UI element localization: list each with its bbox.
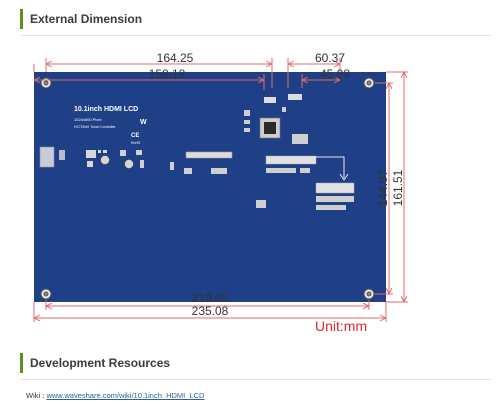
dim-bottom-inner-label: 219.05 bbox=[192, 291, 229, 305]
dim-port-outer-label: 60.37 bbox=[315, 51, 345, 65]
dimension-diagram: 10.1inch HDMI LCD 1024x600 Pixel HX7264H… bbox=[33, 51, 408, 334]
section-accent-bar bbox=[20, 9, 23, 29]
section-header-external-dimension: External Dimension bbox=[20, 9, 142, 29]
section-header-development-resources: Development Resources bbox=[20, 353, 170, 373]
pcb-controller: HX7264H Touch Controller bbox=[74, 125, 116, 129]
unit-label: Unit:mm bbox=[315, 318, 367, 334]
section-divider bbox=[20, 35, 492, 36]
dimension-lines bbox=[33, 58, 408, 322]
dim-top-inner-label: 158.18 bbox=[149, 67, 186, 81]
wiki-link[interactable]: www.waveshare.com/wiki/10.1inch_HDMI_LCD bbox=[46, 391, 205, 400]
rohs-mark: RoHS bbox=[131, 141, 141, 145]
dim-top-outer-label: 164.25 bbox=[157, 51, 194, 65]
pcb-title: 10.1inch HDMI LCD bbox=[74, 106, 138, 113]
pcb-subtitle: 1024x600 Pixel bbox=[74, 117, 101, 122]
section-title: Development Resources bbox=[30, 356, 171, 370]
dim-right-outer-label: 161.51 bbox=[391, 169, 405, 206]
logo-icon: W bbox=[140, 119, 147, 126]
dim-port-inner-label: 45.88 bbox=[320, 67, 350, 81]
dim-bottom-outer-label: 235.08 bbox=[192, 304, 229, 318]
wiki-line: Wiki : www.waveshare.com/wiki/10.1inch_H… bbox=[26, 391, 204, 400]
section-divider bbox=[20, 379, 492, 380]
section-accent-bar bbox=[20, 353, 23, 373]
pcb-components bbox=[39, 94, 355, 210]
section-title: External Dimension bbox=[30, 12, 143, 26]
mounting-holes bbox=[40, 77, 375, 300]
wiki-label: Wiki : bbox=[26, 391, 45, 400]
dim-right-inner-label: 144.07 bbox=[376, 169, 390, 206]
ce-mark: CE bbox=[131, 133, 139, 139]
